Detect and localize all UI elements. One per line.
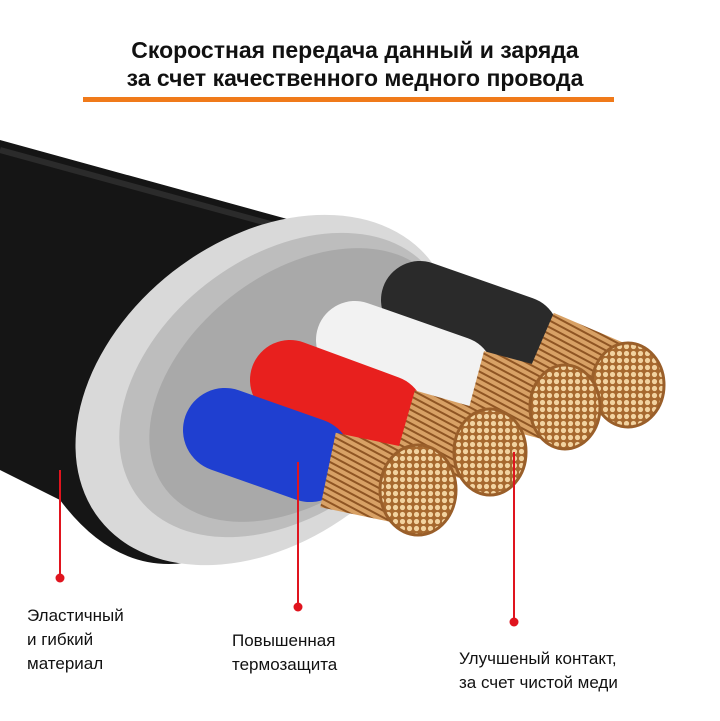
callout-label-thermal: Повышенная термозащита	[232, 629, 337, 677]
callout-text: за счет чистой меди	[459, 673, 618, 692]
callout-line-jacket	[55, 470, 65, 583]
callout-label-contact: Улучшеный контакт, за счет чистой меди	[459, 647, 618, 695]
title-line-1: Скоростная передача данный и заряда	[131, 37, 579, 63]
callout-text: термозащита	[232, 655, 338, 674]
wire-white	[316, 301, 602, 451]
callout-label-material: Эластичный и гибкий материал	[27, 604, 124, 676]
wire-black	[381, 261, 666, 429]
wire-red	[250, 340, 528, 497]
callout-text: материал	[27, 654, 104, 673]
callout-text: Повышенная	[232, 631, 336, 650]
wire-blue	[183, 388, 458, 537]
callout-line-copper	[509, 452, 519, 627]
title-line-2: за счет качественного медного провода	[126, 65, 584, 91]
callout-text: Эластичный	[27, 606, 124, 625]
callout-line-insulation	[293, 462, 303, 612]
title-underline	[83, 97, 614, 102]
callout-text: и гибкий	[27, 630, 94, 649]
callout-text: Улучшеный контакт,	[459, 649, 617, 668]
